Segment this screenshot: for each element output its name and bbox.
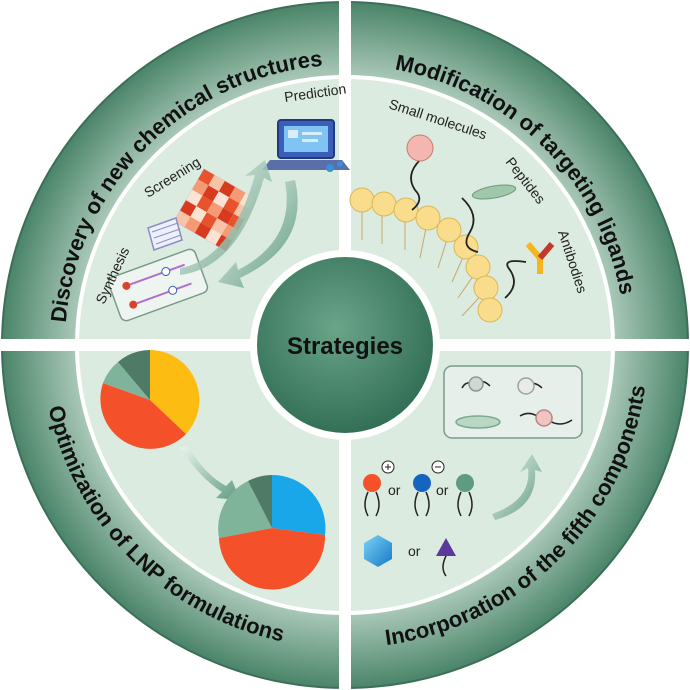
neutral-lipid-icon [456,474,474,517]
optimization-arrow [180,446,240,500]
cycle-arrow-down [218,180,298,288]
laptop-icon [262,119,350,172]
or-text-2: or [436,482,449,498]
discovery-illustration: Prediction [92,80,350,322]
or-text-3: or [408,543,421,559]
anionic-lipid-icon [413,460,445,517]
pie-chart-after [218,474,326,590]
or-text-1: or [388,482,401,498]
synthesis-panel [107,248,209,322]
small-molecule-icon [406,134,434,162]
well-plate-icon [147,217,183,251]
lipid-bilayer-chain [349,187,503,323]
triangle-molecule-icon [436,538,456,577]
pie-chart-before [100,350,200,449]
component-variants [455,376,573,429]
fifth-components-illustration: or or or [363,365,583,577]
antibody-icon [525,242,555,274]
center-label: Strategies [287,333,403,360]
formulation-pies [100,350,326,590]
small-molecule-tether [410,159,421,211]
peptide-icon [471,184,517,200]
incorporation-arrow [492,454,542,520]
center-circle [257,257,433,433]
cationic-lipid-icon [363,460,395,517]
peptide-tether [461,197,479,253]
cycle-arrow-up [180,160,272,275]
hexagon-molecule-icon [364,535,392,567]
antibody-tether [504,260,527,299]
